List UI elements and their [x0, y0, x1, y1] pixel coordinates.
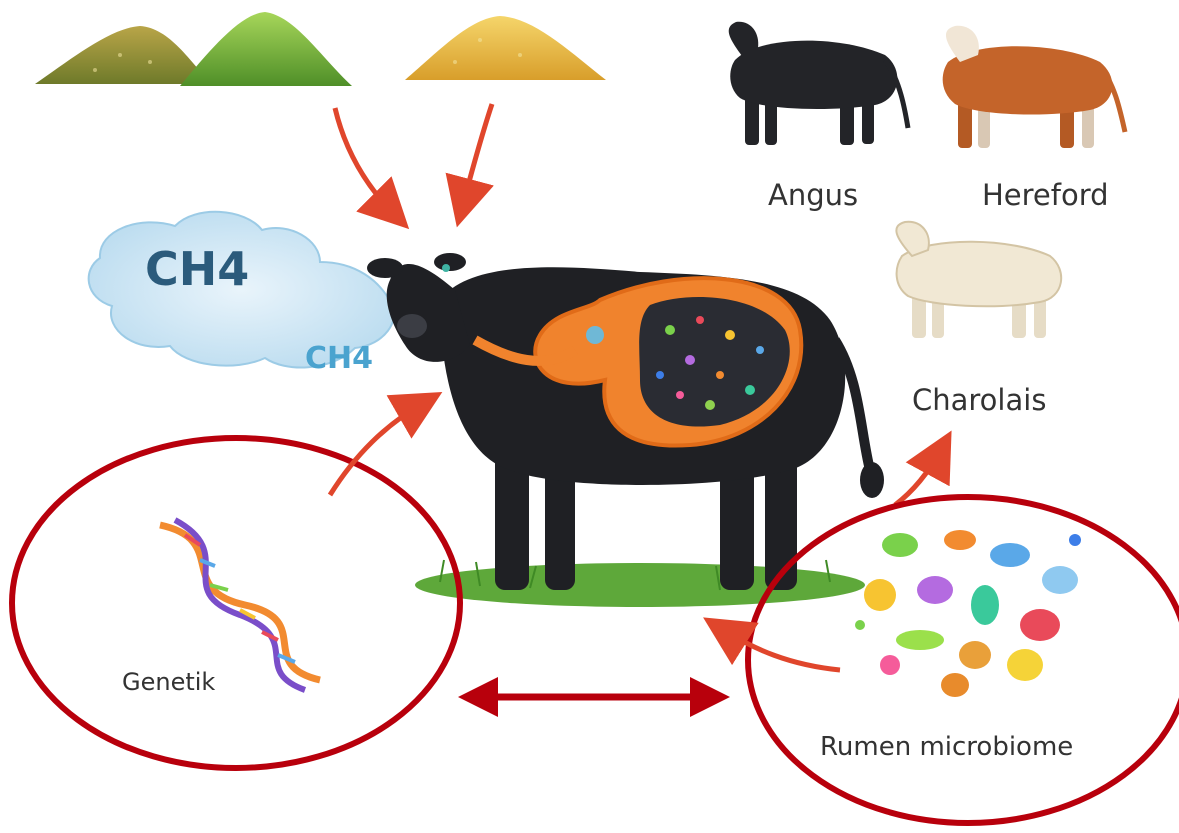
- genetics-label: Genetik: [122, 668, 215, 696]
- microbiome-label: Rumen microbiome: [820, 732, 1073, 762]
- breed-label-charolais: Charolais: [912, 383, 1046, 417]
- methane-label-small: CH4: [305, 341, 373, 376]
- hay-pile-icon: [180, 12, 352, 86]
- methane-label-large: CH4: [145, 242, 249, 296]
- microbe-cluster-icon: [855, 530, 1081, 697]
- charolais-cow-icon: [896, 222, 1061, 338]
- breed-angus: Angus: [729, 22, 908, 212]
- breed-label-hereford: Hereford: [982, 178, 1109, 212]
- dna-helix-icon: [160, 520, 320, 690]
- feed-arrow-1: [335, 108, 395, 215]
- hereford-cow-icon: [943, 26, 1125, 148]
- breed-hereford: Hereford: [943, 26, 1125, 212]
- feed-piles: [35, 12, 606, 86]
- genetics-to-cow-arrow: [330, 402, 425, 495]
- breed-charolais: Charolais: [896, 222, 1061, 417]
- grain-pile-icon: [35, 26, 212, 84]
- angus-cow-icon: [729, 22, 908, 145]
- corn-pile-icon: [405, 16, 606, 80]
- methane-cloud: CH4 CH4: [89, 212, 394, 376]
- grass-patch: [415, 560, 865, 607]
- breed-label-angus: Angus: [768, 178, 858, 212]
- genetics-microbiome-interaction-arrow: [458, 677, 730, 717]
- feed-arrow-2: [462, 104, 492, 208]
- genetics-section: Genetik: [12, 402, 460, 768]
- microbiome-to-cow-arrow: [720, 628, 840, 670]
